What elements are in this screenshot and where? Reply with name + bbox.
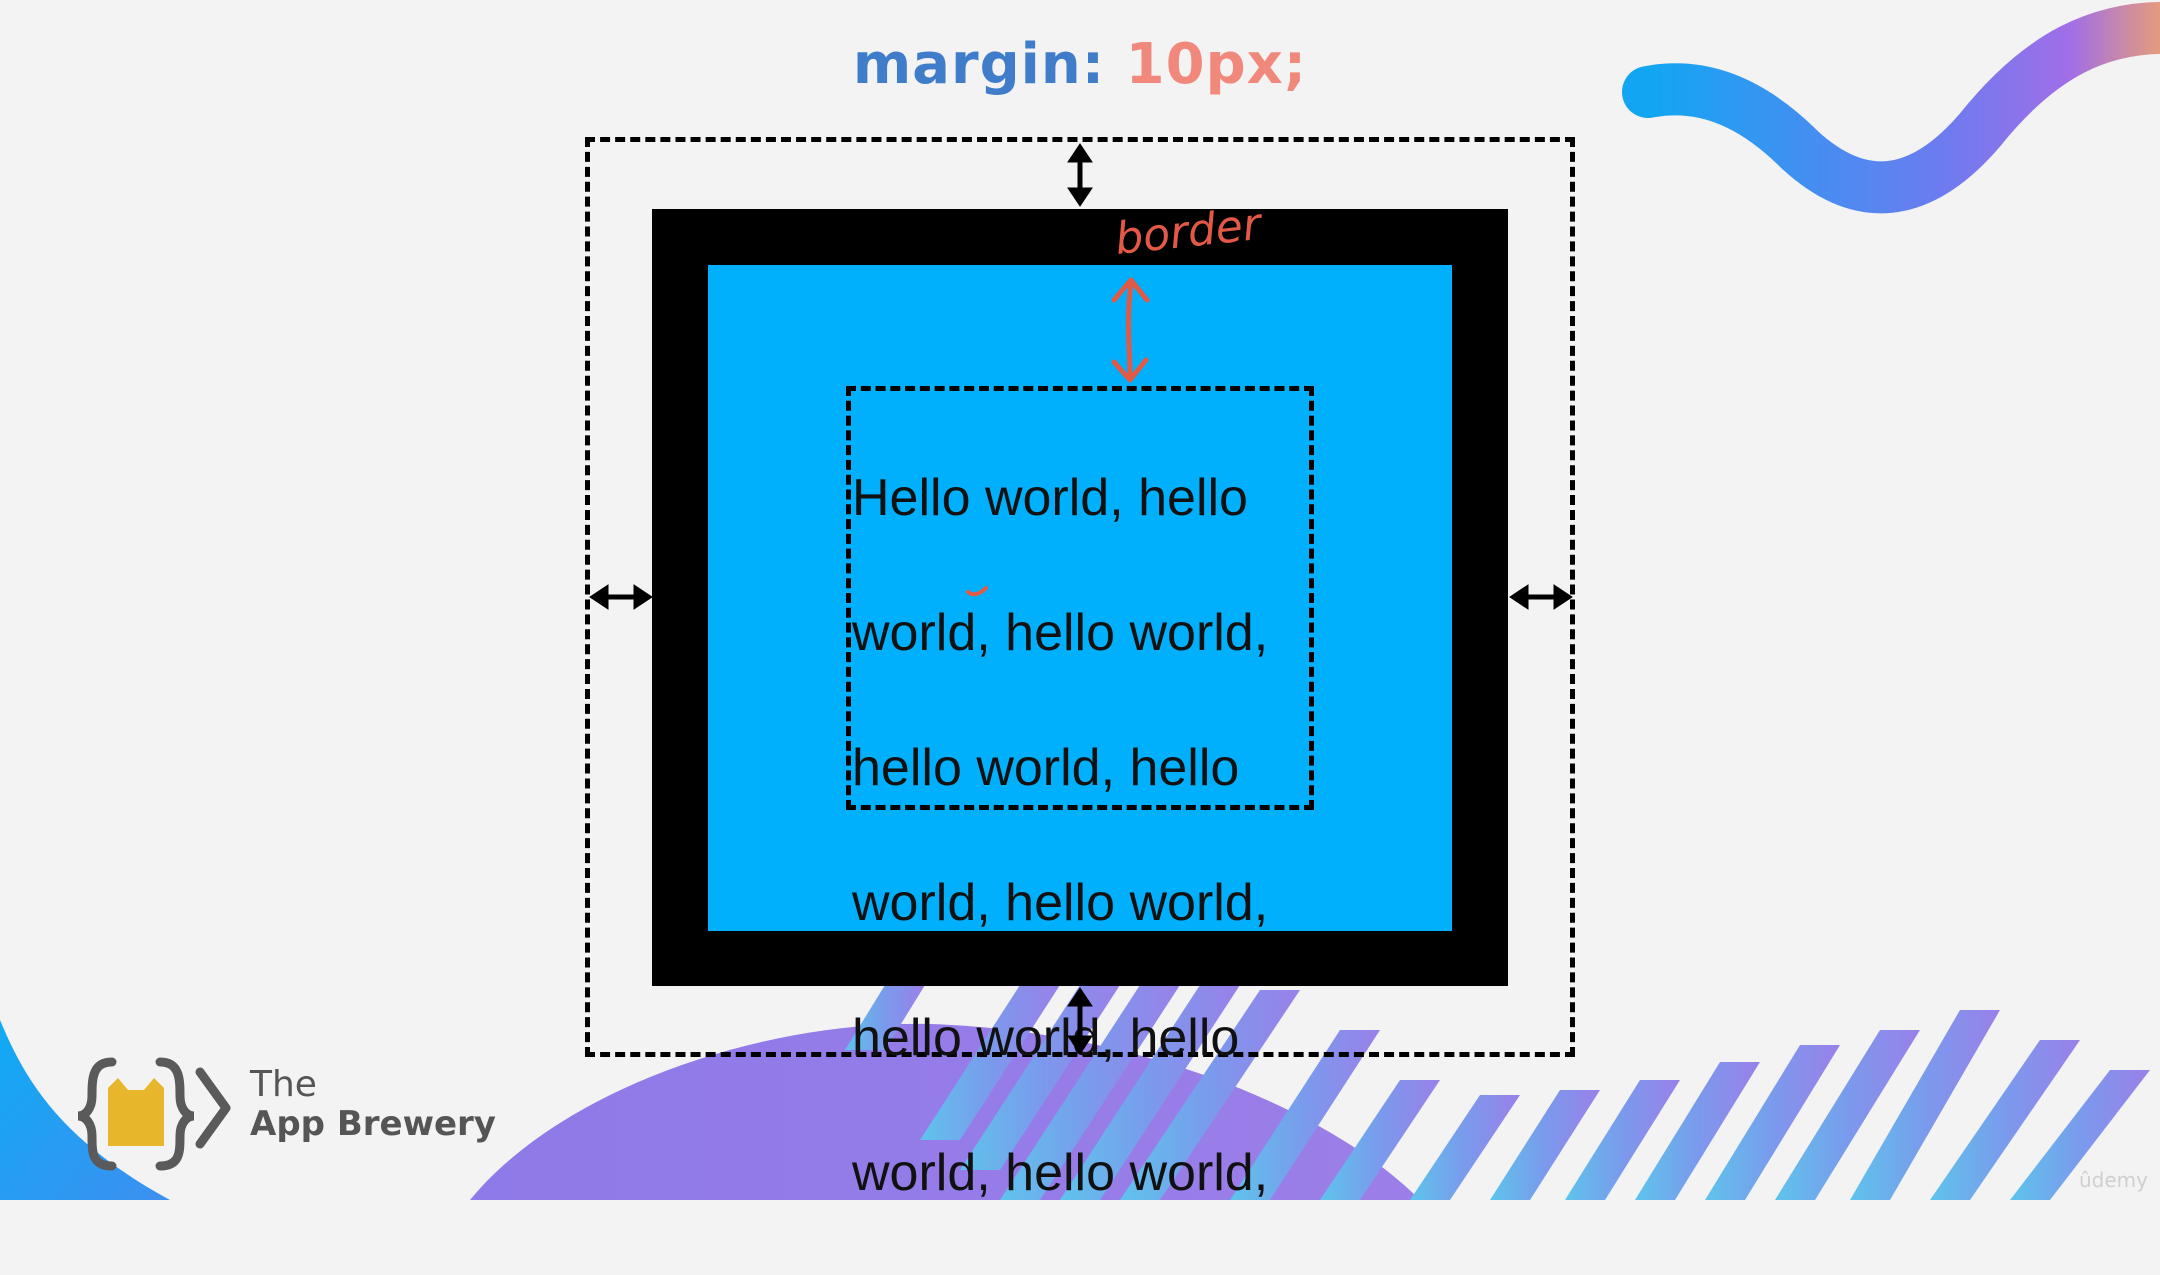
margin-arrow-right <box>1509 584 1573 610</box>
caret-mark <box>966 586 988 597</box>
background-decoration <box>0 1 2160 1200</box>
margin-arrow-top <box>1067 143 1093 207</box>
title-value: 10px; <box>1125 32 1308 97</box>
content-boundary <box>846 386 1314 810</box>
content-line: world, hello world, <box>852 873 1269 932</box>
udemy-watermark: ûdemy <box>2079 1168 2148 1192</box>
content-line: hello world, hello <box>852 1008 1240 1067</box>
content-line: Hello world, hello <box>852 468 1248 527</box>
margin-arrow-left <box>589 584 653 610</box>
slide-title: margin: 10px; <box>0 32 2160 97</box>
corner-shape <box>0 1020 170 1200</box>
title-property: margin: <box>852 32 1106 97</box>
content-text: Hello world, hello world, hello world, h… <box>852 397 1372 1275</box>
wave-decoration <box>1622 1 2160 214</box>
logo-icon <box>77 1057 231 1171</box>
margin-arrow-bottom <box>1067 987 1093 1055</box>
content-line: world, hello world, <box>852 1143 1269 1202</box>
content-line: world, hello world, <box>852 603 1269 662</box>
logo-the: The <box>250 1064 317 1105</box>
logo-name: App Brewery <box>250 1104 496 1144</box>
content-line: hello world, hello <box>852 738 1240 797</box>
padding-area <box>708 265 1452 931</box>
arrows-overlay <box>77 143 1573 1171</box>
padding-arrow <box>1111 277 1150 383</box>
